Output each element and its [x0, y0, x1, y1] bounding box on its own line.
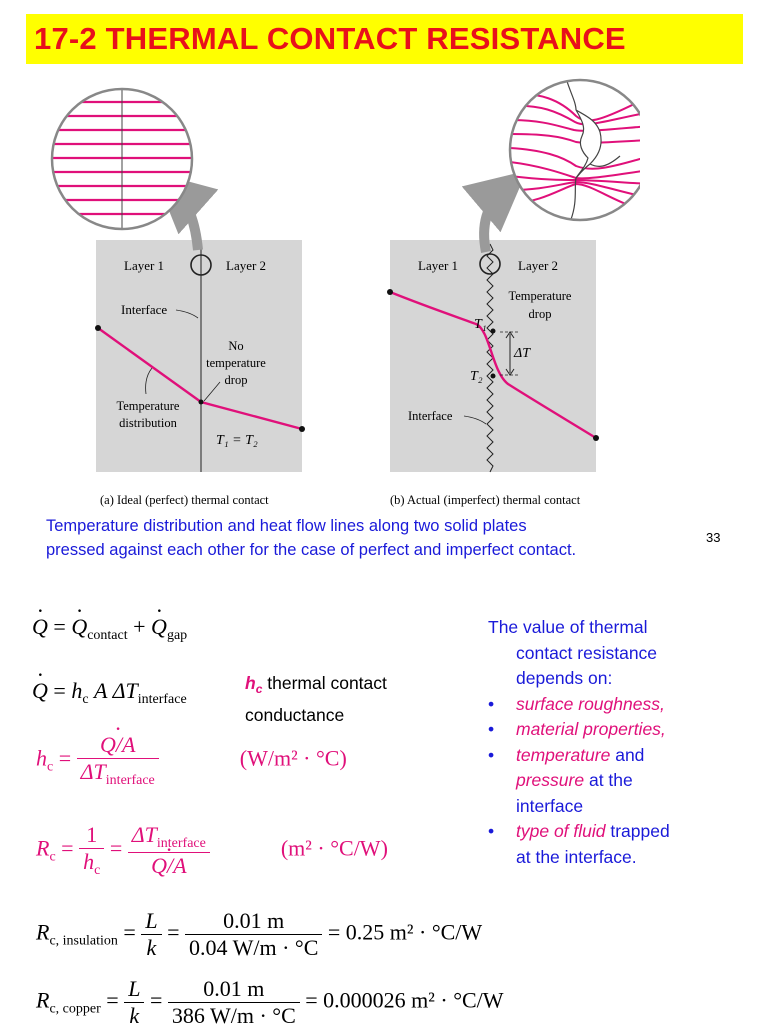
- ideal-zoom-circle: [50, 87, 194, 231]
- contact-figure: Layer 1 Layer 2 Interface No temperature…: [50, 78, 640, 507]
- actual-t2: T₂: [470, 369, 483, 384]
- ideal-zoom-marker: [190, 254, 212, 276]
- hc-units: (W/m² · °C): [239, 745, 347, 771]
- page-title: 17-2 THERMAL CONTACT RESISTANCE: [34, 21, 626, 56]
- bullet-surface-roughness: surface roughness,: [488, 692, 728, 718]
- hc-definition: hc thermal contact conductance: [245, 673, 387, 725]
- figure-caption: Temperature distribution and heat flow l…: [46, 514, 686, 562]
- ideal-contact-diagram: Layer 1 Layer 2 Interface No temperature…: [50, 87, 305, 507]
- actual-temp-drop-2: drop: [529, 307, 552, 321]
- caption-line-1: Temperature distribution and heat flow l…: [46, 517, 527, 535]
- bullet-material-properties: material properties,: [488, 717, 728, 743]
- ideal-temp-dist-1: Temperature: [117, 399, 180, 413]
- actual-interface-label: Interface: [408, 409, 453, 423]
- side-head-3: depends on:: [516, 668, 613, 688]
- ideal-temp-dist-2: distribution: [119, 416, 177, 430]
- actual-temp-drop-1: Temperature: [509, 289, 572, 303]
- equation-heat-contact: Q = hc A ΔTinterface: [32, 678, 187, 708]
- ideal-t-equal: T₁ = T₂: [216, 433, 258, 448]
- actual-delta-t: ΔT: [513, 346, 531, 361]
- ideal-layer1-label: Layer 1: [124, 258, 164, 273]
- actual-t1: T₁: [474, 317, 487, 332]
- page-number: 33: [706, 530, 721, 545]
- caption-line-2: pressed against each other for the case …: [46, 541, 577, 559]
- equation-heat-total: Q = Qcontact + Qgap: [32, 614, 187, 644]
- title-bar: 17-2 THERMAL CONTACT RESISTANCE: [26, 14, 743, 64]
- hc-fraction: Q/A ΔTinterface: [76, 732, 159, 789]
- side-head-2: contact resistance: [516, 642, 658, 663]
- dependence-list: The value of thermal contact resistance …: [488, 615, 728, 870]
- rc-units: (m² · °C/W): [280, 835, 388, 861]
- actual-caption: (b) Actual (imperfect) thermal contact: [390, 493, 581, 507]
- ideal-layer2-label: Layer 2: [226, 258, 266, 273]
- actual-layer2-label: Layer 2: [518, 258, 558, 273]
- actual-layer1-label: Layer 1: [418, 258, 458, 273]
- ideal-no-drop-1: No: [228, 339, 243, 353]
- ideal-plates: [96, 240, 302, 472]
- ideal-interface-label: Interface: [121, 302, 167, 317]
- ideal-caption: (a) Ideal (perfect) thermal contact: [100, 493, 269, 507]
- actual-zoom-marker: [479, 253, 501, 275]
- ideal-no-drop-3: drop: [225, 373, 248, 387]
- equation-rc: Rc = 1hc = ΔTinterfaceQ/A (m² · °C/W): [36, 822, 388, 879]
- equation-hc: hc = Q/A ΔTinterface (W/m² · °C): [36, 732, 347, 789]
- actual-contact-diagram: Layer 1 Layer 2 Temperature drop T₁ T₂ Δ…: [387, 78, 640, 507]
- side-head-1: The value of thermal: [488, 617, 648, 637]
- actual-zoom-circle: [508, 78, 640, 222]
- ideal-no-drop-2: temperature: [206, 356, 266, 370]
